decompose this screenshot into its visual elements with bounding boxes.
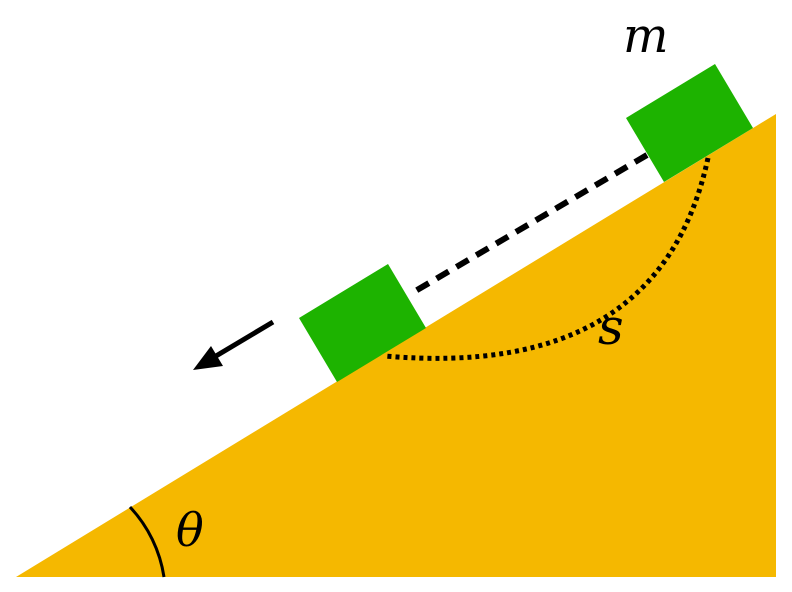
block-final <box>299 264 426 382</box>
angle-arc <box>128 505 166 578</box>
distance-dotted-arc <box>384 157 711 361</box>
mass-label: m <box>623 8 669 64</box>
angle-label: θ <box>176 503 204 557</box>
motion-arrowhead <box>193 346 223 370</box>
distance-label: s <box>598 298 624 356</box>
motion-arrow-icon <box>193 319 275 370</box>
block-initial <box>626 64 753 182</box>
motion-arrow-shaft <box>214 319 275 359</box>
